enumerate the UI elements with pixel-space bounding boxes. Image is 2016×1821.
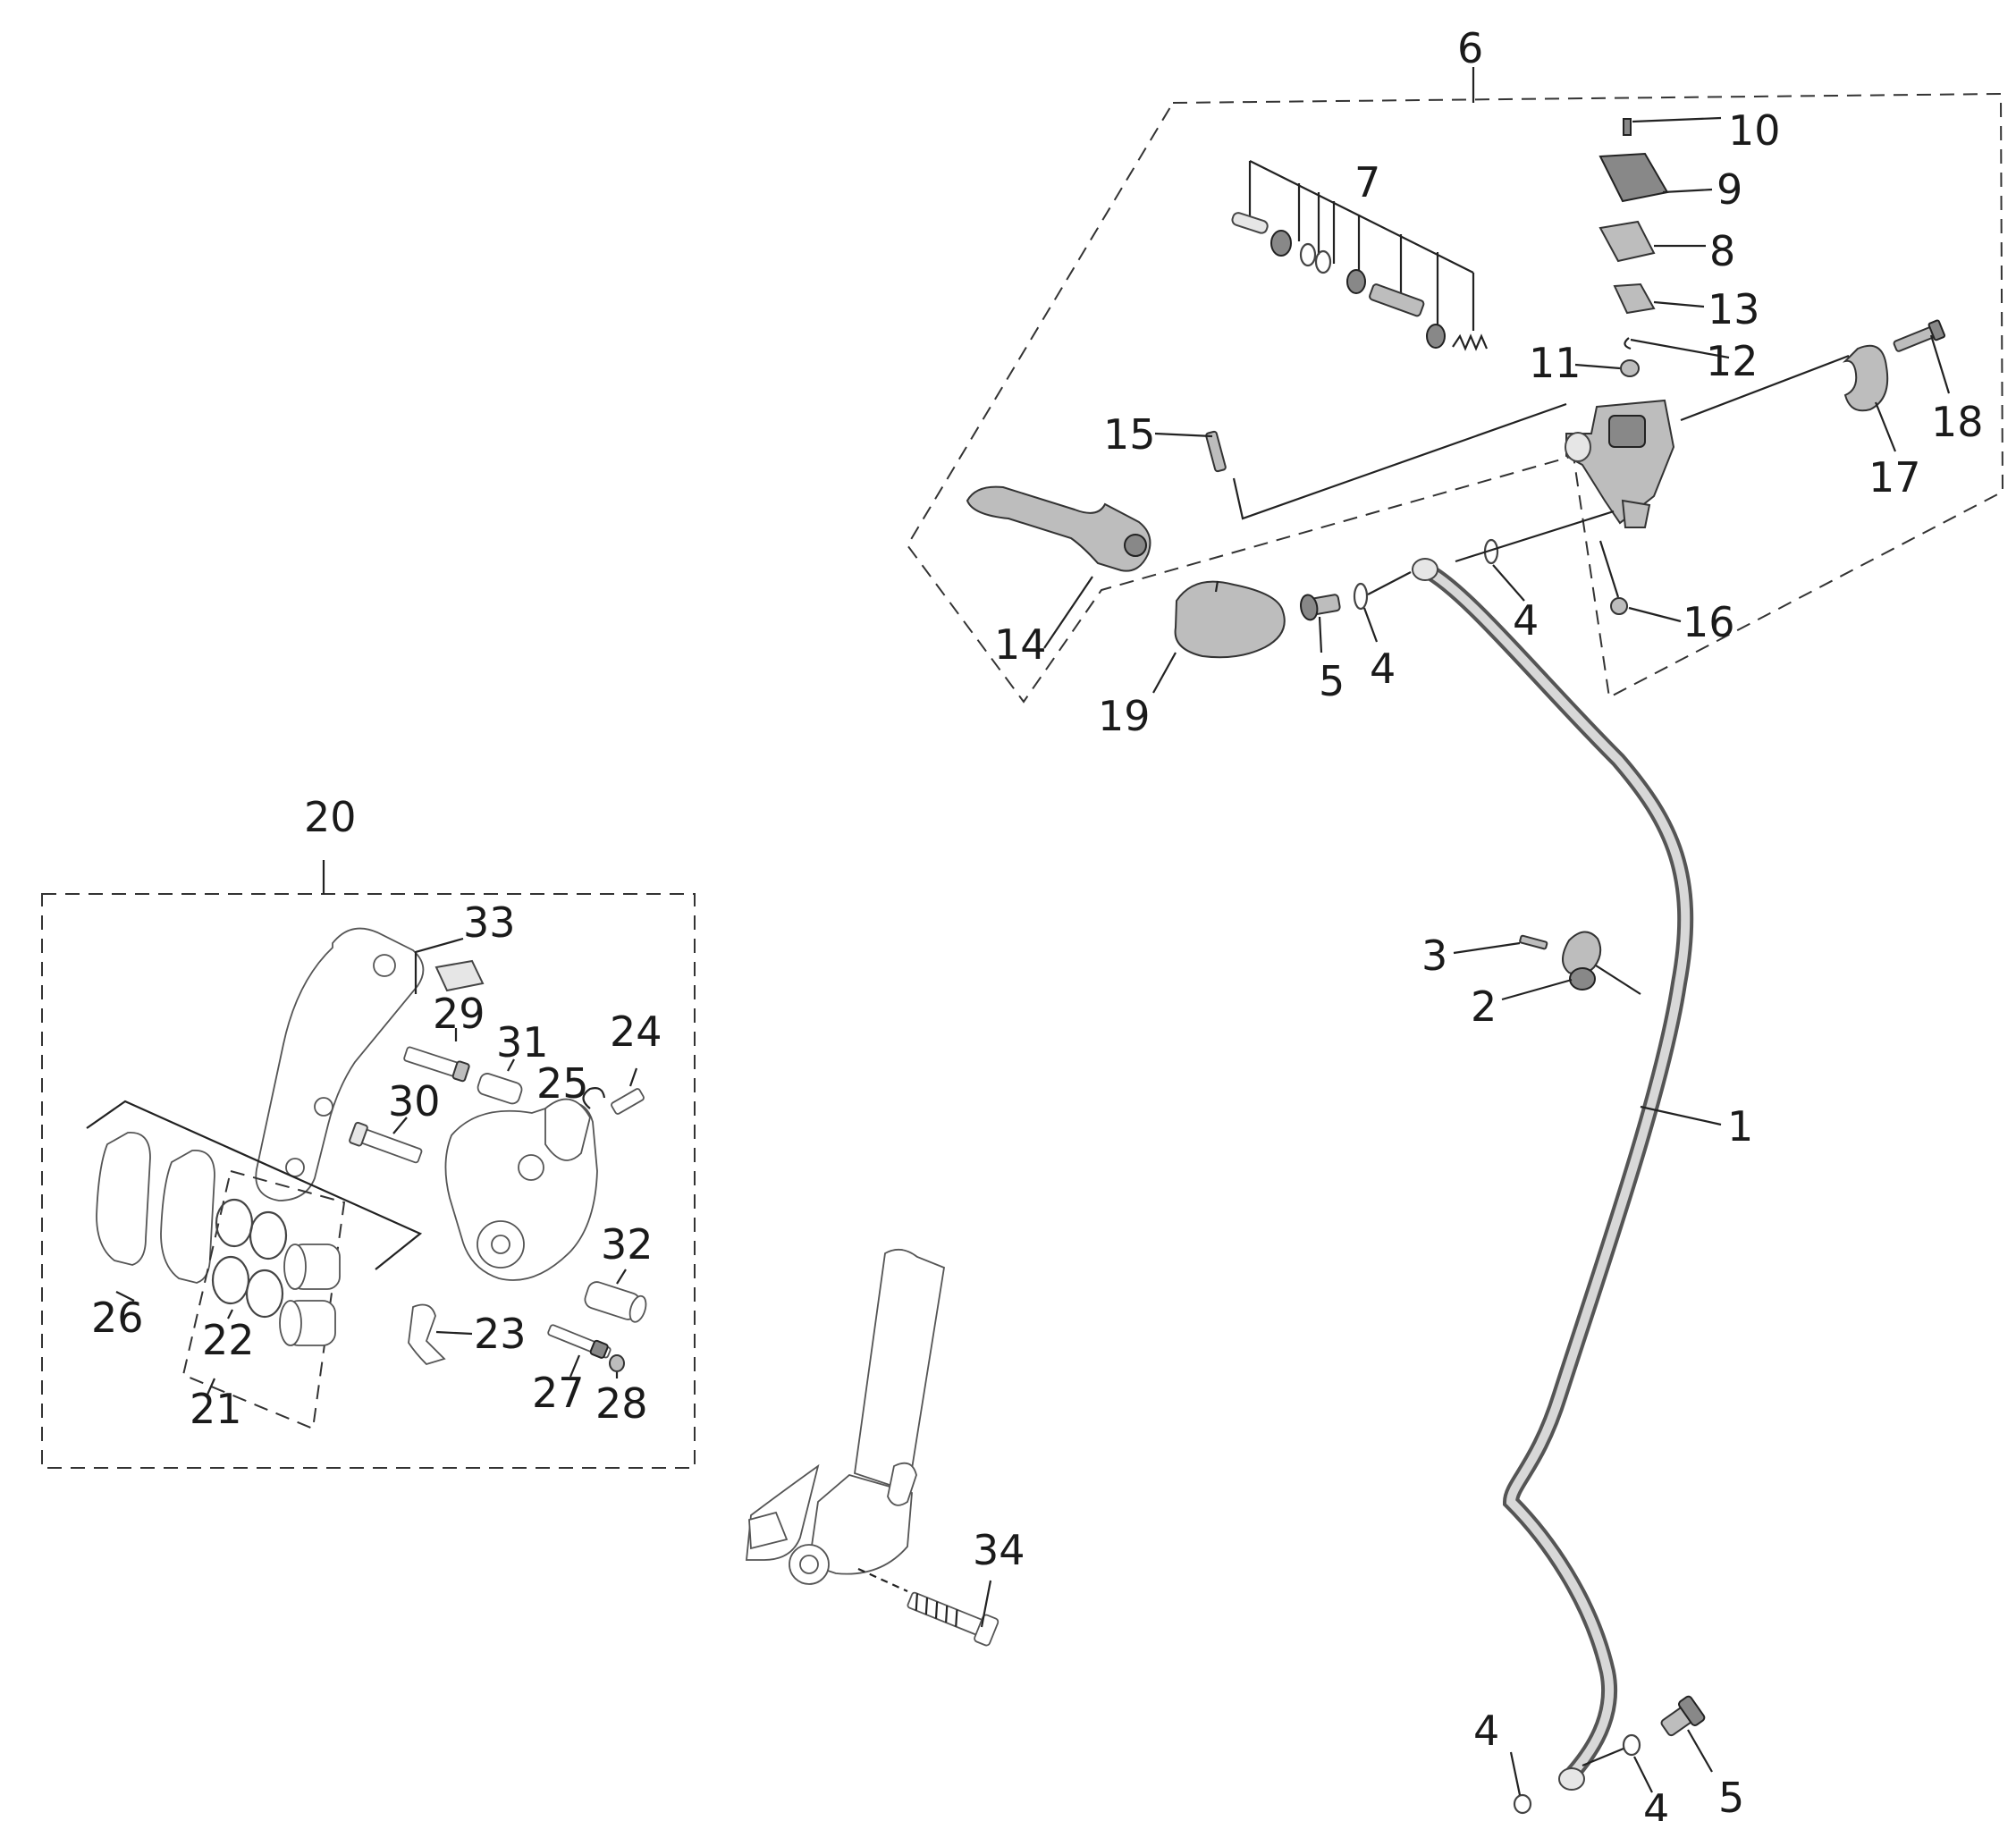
part-28-clip: 28 [595,1354,648,1428]
master-cylinder-body [1565,399,1675,528]
part-11-plug: 11 [1529,339,1640,387]
part-24-bleeder-screw: 24 [610,1007,662,1115]
callout-14: 14 [994,620,1047,669]
callout-34: 34 [973,1526,1025,1574]
callout-5-upper: 5 [1319,657,1345,705]
callout-27: 27 [532,1369,585,1417]
callout-33: 33 [463,898,516,947]
callout-2: 2 [1471,982,1497,1031]
part-8-diaphragm-plate: 8 [1598,220,1735,275]
group-20-caliper-assembly: 20 33 29 31 [41,793,696,1469]
part-2-hose-guide: 2 [1471,931,1641,1031]
callout-4-upper-right: 4 [1513,596,1539,645]
callout-21: 21 [190,1385,242,1433]
part-23-pad-retainer: 23 [408,1303,527,1366]
part-9-reservoir-cap: 9 [1598,152,1742,214]
part-29-slide-pin: 29 [403,990,485,1083]
callout-17: 17 [1868,453,1921,502]
part-10-screw: 10 [1623,106,1781,155]
callout-29: 29 [433,990,485,1038]
part-14-brake-lever: 14 [966,485,1151,669]
caliper-body [444,1098,598,1281]
callout-7: 7 [1354,158,1380,207]
callout-9: 9 [1717,165,1742,214]
part-3-screw: 3 [1421,932,1548,980]
part-19-lever-cover: 19 [1098,580,1286,740]
callout-3: 3 [1421,932,1447,980]
part-27-pad-pin: 27 [532,1324,612,1417]
callout-19: 19 [1098,692,1151,740]
callout-26: 26 [91,1294,144,1342]
part-31-boot: 31 [477,1018,549,1105]
part-15-pivot-bolt: 15 [1103,402,1567,520]
part-4-washer-lower-left: 4 [1473,1707,1532,1815]
part-26-brake-pads: 26 [86,1100,423,1342]
part-4-washer-upper-right: 4 [1455,510,1615,645]
part-34-axle-bolt: 34 [857,1526,1025,1647]
part-30-slide-pin: 30 [349,1077,441,1164]
part-4-washer-upper-left: 4 [1353,571,1412,693]
group-20-dashed-boundary [41,893,696,1469]
front-fork-leg [746,1248,946,1585]
callout-4-lower-right: 4 [1643,1785,1669,1821]
callout-23: 23 [474,1310,527,1358]
part-5-banjo-bolt-lower: 5 [1660,1695,1744,1821]
part-1-brake-hose: 1 [1412,558,1753,1791]
part-32-slide-pin: 32 [584,1220,654,1323]
part-13-diaphragm: 13 [1613,282,1760,333]
part-16-bleed-cap: 16 [1598,540,1735,646]
callout-8: 8 [1709,227,1735,275]
callout-12: 12 [1706,337,1759,385]
callout-28: 28 [595,1379,648,1428]
callout-31: 31 [496,1018,549,1066]
callout-20: 20 [304,793,357,841]
group-6-dashed-boundary [906,92,2004,704]
part-18-clamp-bolt: 18 [1893,319,1984,446]
callout-5-lower: 5 [1718,1774,1744,1821]
part-5-banjo-bolt-upper: 5 [1300,594,1345,705]
part-17-clamp: 17 [1680,344,1921,502]
caliper-pistons [279,1244,341,1346]
part-7-piston-kit: 7 [1231,158,1489,351]
callout-4-upper-left: 4 [1370,645,1396,693]
callout-22: 22 [202,1316,255,1364]
callout-24: 24 [610,1007,662,1056]
caliper-bracket [255,927,425,1201]
group-21-piston-kit: 22 21 [181,1169,346,1433]
callout-13: 13 [1708,285,1760,333]
part-4-washer-lower-right: 4 [1582,1733,1669,1821]
part-12-clip: 12 [1624,337,1759,385]
callout-11: 11 [1529,339,1582,387]
group-6-master-cylinder-assembly: 6 7 [906,24,2004,740]
callout-30: 30 [388,1077,441,1125]
callout-1: 1 [1727,1102,1753,1151]
part-33-pad-spring: 33 [414,898,516,994]
callout-4-lower-left: 4 [1473,1707,1499,1755]
callout-18: 18 [1931,398,1984,446]
callout-6: 6 [1457,24,1483,72]
callout-15: 15 [1103,410,1156,459]
callout-16: 16 [1683,598,1735,646]
callout-10: 10 [1728,106,1781,155]
part-22-piston-seals: 22 [202,1198,288,1364]
callout-32: 32 [601,1220,654,1269]
